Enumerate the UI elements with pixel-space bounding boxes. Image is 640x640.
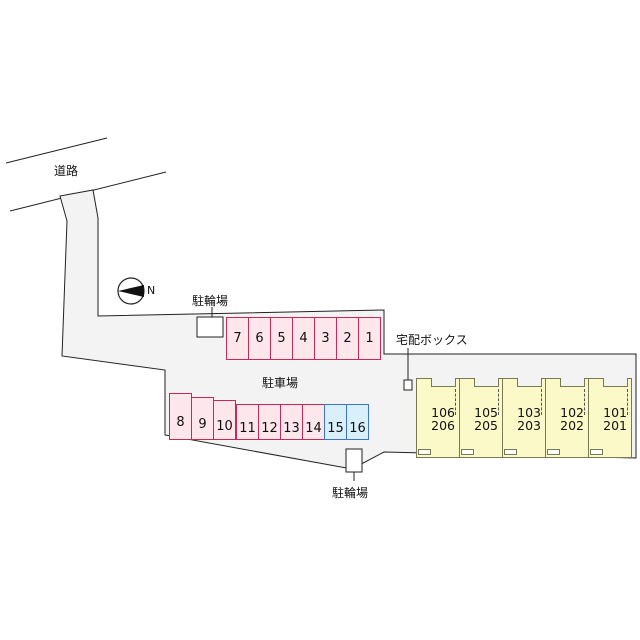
unit-balcony-notch [431, 378, 456, 387]
unit-number-first-floor: 105 [474, 405, 498, 420]
unit-stair-dash [580, 389, 585, 415]
parking-space-7: 7 [226, 317, 249, 360]
unit-number-first-floor: 106 [431, 405, 455, 420]
parking-space-16: 16 [346, 404, 369, 440]
parking-lot-label: 駐車場 [262, 376, 299, 390]
parking-space-8: 8 [169, 393, 192, 440]
parking-space-13: 13 [280, 404, 303, 440]
svg-text:N: N [147, 284, 155, 297]
parking-space-3: 3 [314, 317, 337, 360]
road-edge-line [5, 137, 108, 164]
parking-space-14: 14 [302, 404, 325, 440]
unit-number-second-floor: 201 [603, 418, 627, 433]
unit-number-second-floor: 206 [431, 418, 455, 433]
parking-space-2: 2 [336, 317, 359, 360]
unit-entrance [547, 449, 560, 455]
unit-entrance [504, 449, 517, 455]
parking-space-10: 10 [213, 400, 236, 440]
parking-space-6: 6 [248, 317, 271, 360]
unit-number-first-floor: 101 [603, 405, 627, 420]
unit-entrance [590, 449, 603, 455]
unit-number-second-floor: 205 [474, 418, 498, 433]
unit-stair-dash [537, 389, 542, 415]
unit-number-second-floor: 203 [517, 418, 541, 433]
unit-stair-dash [451, 389, 456, 415]
unit-balcony-notch [603, 378, 628, 387]
parking-space-1: 1 [358, 317, 381, 360]
parking-space-5: 5 [270, 317, 293, 360]
unit-balcony-notch [560, 378, 585, 387]
unit-balcony-notch [474, 378, 499, 387]
delivery-box-label: 宅配ボックス [396, 333, 468, 347]
parking-space-11: 11 [236, 404, 259, 440]
parking-space-4: 4 [292, 317, 315, 360]
parking-space-12: 12 [258, 404, 281, 440]
bicycle-parking-box-bottom [345, 448, 363, 473]
parking-space-15: 15 [324, 404, 347, 440]
bicycle-parking-box-top [196, 316, 224, 338]
unit-stair-dash [494, 389, 499, 415]
north-arrow-icon: N [117, 277, 155, 305]
road-label: 道路 [54, 164, 79, 178]
unit-entrance [461, 449, 474, 455]
unit-number-second-floor: 202 [560, 418, 584, 433]
unit-stair-dash [623, 389, 628, 415]
unit-number-first-floor: 102 [560, 405, 584, 420]
bicycle-parking-label-bottom: 駐輪場 [332, 486, 369, 500]
unit-entrance [418, 449, 431, 455]
unit-number-first-floor: 103 [517, 405, 541, 420]
bicycle-parking-label-top: 駐輪場 [192, 294, 229, 308]
unit-balcony-notch [517, 378, 542, 387]
parking-space-9: 9 [191, 397, 214, 440]
delivery-box [403, 379, 413, 391]
